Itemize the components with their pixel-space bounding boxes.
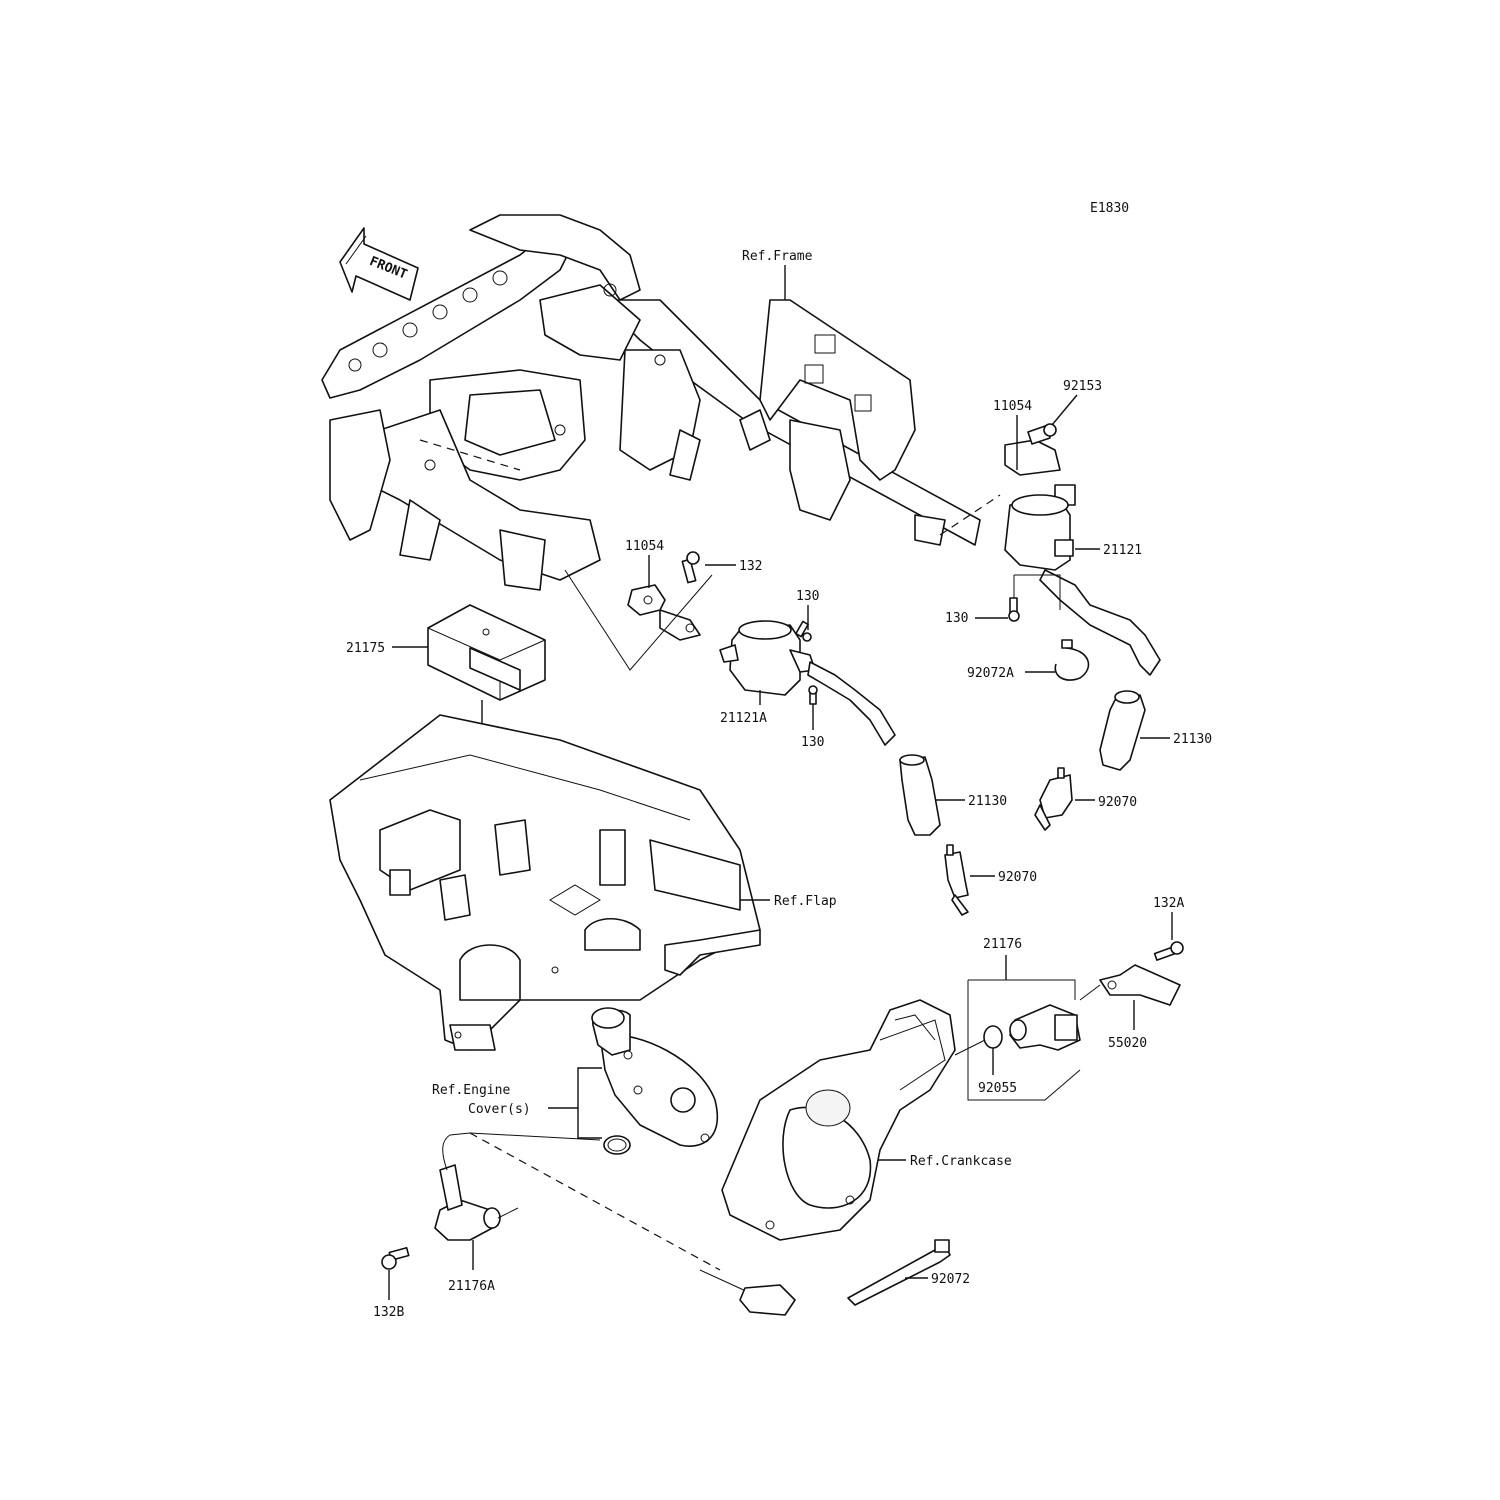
bolt-132B [381,1247,410,1270]
label-130-right: 130 [945,611,968,626]
clamp-92072A [1054,639,1090,681]
ref-engine-cover-callout-line1: Ref.Engine [432,1083,510,1098]
bolt-130-upper [795,620,812,642]
diagram-code: E1830 [1090,201,1129,216]
label-132: 132 [739,559,762,574]
sensor-21176A [434,1132,601,1241]
crank-sensor-21176 [1009,1004,1081,1051]
label-21176A: 21176A [448,1279,495,1294]
label-92070-right: 92070 [1098,795,1137,810]
bolt-132 [681,551,700,584]
label-130-lower: 130 [801,735,824,750]
bracket-55020 [1099,964,1181,1006]
label-21121A: 21121A [720,711,767,726]
label-132A: 132A [1153,896,1184,911]
engine-cover-drawing [591,1007,718,1147]
ref-engine-cover-callout-line2: Cover(s) [468,1102,531,1117]
label-92072: 92072 [931,1272,970,1287]
ref-flap-callout: Ref.Flap [774,894,837,909]
label-21130-left: 21130 [968,794,1007,809]
label-132B: 132B [373,1305,404,1320]
label-21175: 21175 [346,641,385,656]
label-21121: 21121 [1103,543,1142,558]
o-ring-92055 [983,1025,1003,1049]
connector-21176A [699,1269,796,1316]
spark-plug-92070-right [1034,767,1073,831]
cable-tie-92072 [847,1239,951,1306]
ignitor-21175 [427,604,546,701]
label-92072A: 92072A [967,666,1014,681]
label-21176: 21176 [983,937,1022,952]
bolt-130-right [1008,597,1020,622]
bolt-92153 [1027,423,1057,445]
bolt-132A [1153,941,1184,961]
label-92070-left: 92070 [998,870,1037,885]
label-21130-right: 21130 [1173,732,1212,747]
label-11054-lower: 11054 [625,539,664,554]
frame-bracket [739,299,916,521]
front-direction-arrow: FRONT [339,227,419,301]
ref-crankcase-callout: Ref.Crankcase [910,1154,1012,1169]
spark-plug-92070-left [944,844,969,916]
ignition-coil-21121A [719,620,896,746]
bolt-130-lower [808,685,818,705]
plug-cap-21130-left [899,754,941,836]
label-11054-upper: 11054 [993,399,1032,414]
label-92153: 92153 [1063,379,1102,394]
label-130-upper: 130 [796,589,819,604]
ref-frame-callout: Ref.Frame [742,249,813,264]
label-92055: 92055 [978,1081,1017,1096]
flap-tray-drawing [329,714,761,1051]
o-ring-engine-cover [603,1135,631,1155]
bracket-11054-lower [627,584,701,641]
frame-drawing [321,214,1001,591]
label-55020: 55020 [1108,1036,1147,1051]
plug-cap-21130-right [1099,690,1146,771]
crankcase-drawing [721,999,956,1241]
